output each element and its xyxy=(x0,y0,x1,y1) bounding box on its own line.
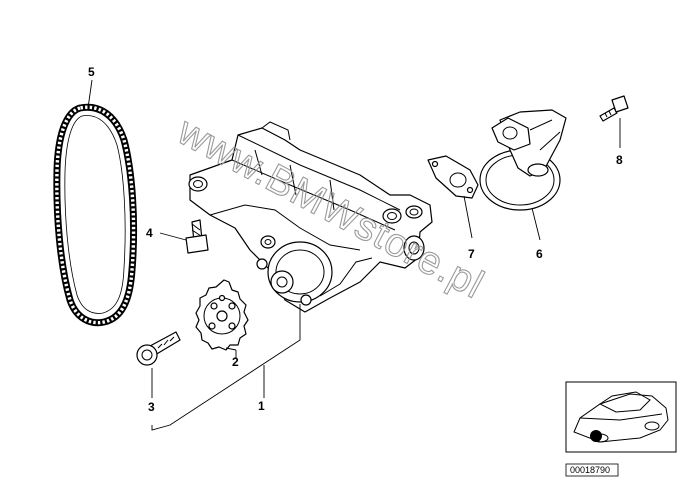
callout-3: 3 xyxy=(148,400,155,414)
callout-1: 1 xyxy=(258,399,265,413)
oil-pickup-pipe[interactable] xyxy=(479,109,567,211)
bolt-8[interactable] xyxy=(599,95,629,122)
pump-sprocket[interactable] xyxy=(195,279,249,351)
vehicle-location-thumbnail[interactable]: 00018790 xyxy=(565,381,677,477)
callout-5: 5 xyxy=(88,65,95,79)
callout-4: 4 xyxy=(146,226,153,240)
pump-bolt-3[interactable] xyxy=(136,331,181,366)
timing-chain[interactable] xyxy=(53,103,138,327)
reference-number: 00018790 xyxy=(570,465,610,475)
gasket[interactable] xyxy=(427,155,479,199)
callout-7: 7 xyxy=(468,247,475,261)
hex-bolt-4[interactable] xyxy=(185,219,209,254)
leader-lines xyxy=(87,79,621,431)
callout-2: 2 xyxy=(232,355,239,369)
callout-6: 6 xyxy=(536,247,543,261)
location-marker-icon xyxy=(590,430,602,442)
oil-pump-housing[interactable] xyxy=(188,121,433,313)
callout-8: 8 xyxy=(616,153,623,167)
